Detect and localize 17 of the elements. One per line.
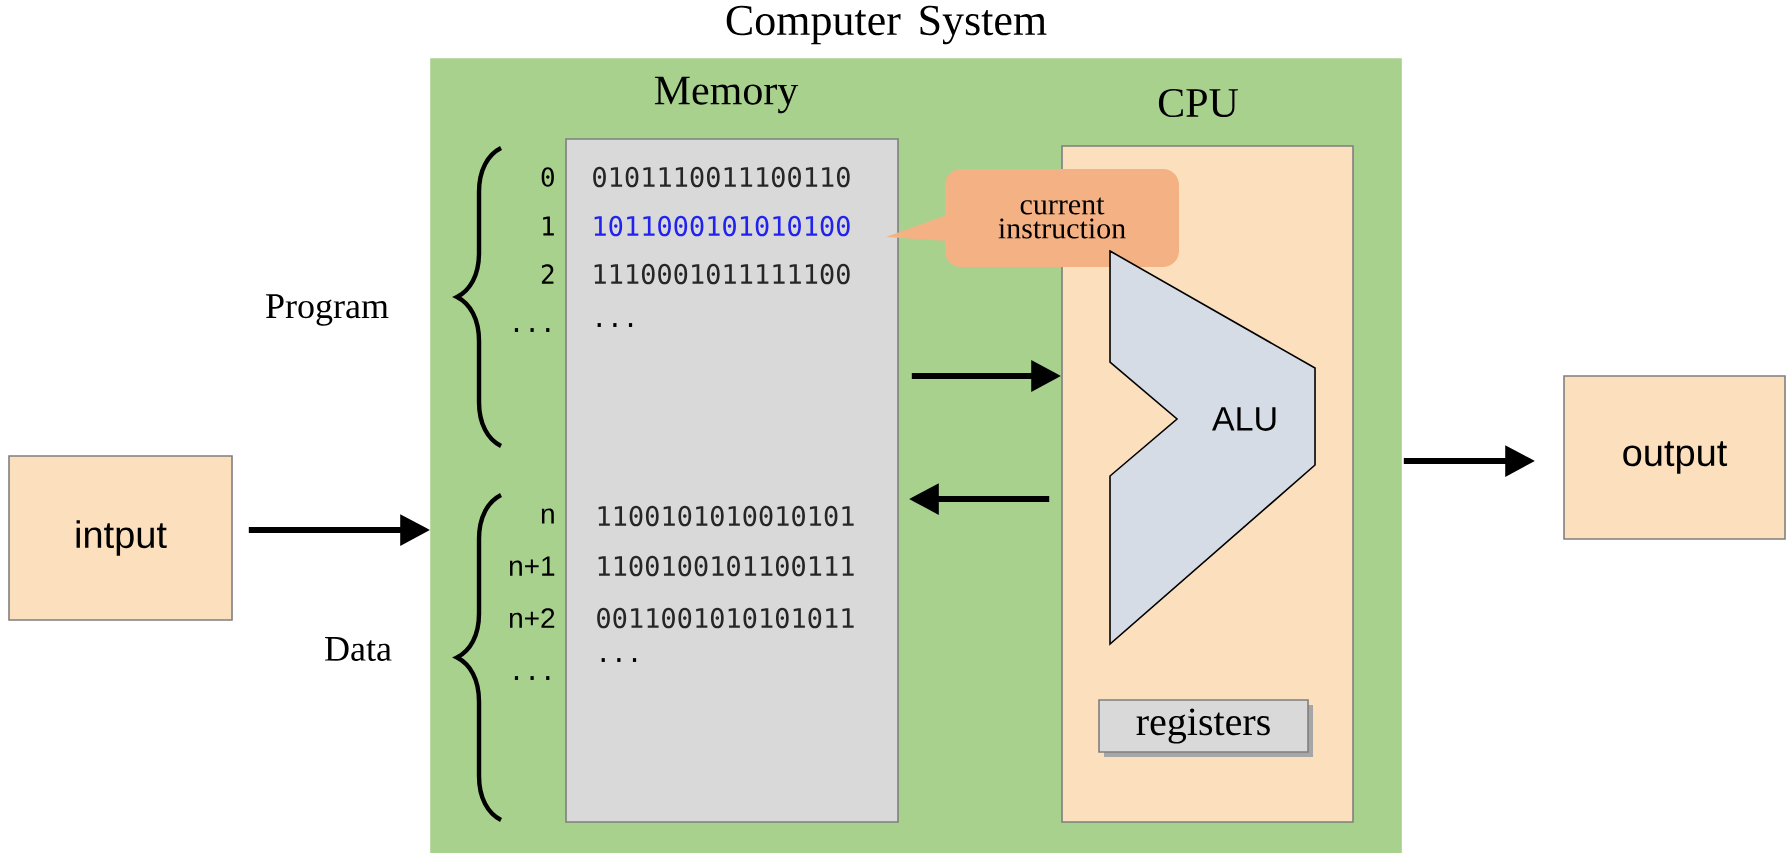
ellipsis: ...	[601, 658, 637, 662]
binary-word: 1011000101010100	[594, 215, 850, 237]
ellipsis: ...	[597, 323, 633, 327]
binary-word: 1100100101100111	[598, 555, 854, 577]
side-label: Data	[325, 637, 392, 661]
node-label: Memory	[654, 76, 799, 114]
node-label: Computer System	[726, 5, 1047, 45]
binary-word: 1100101010010101	[598, 505, 854, 527]
input-box: intput	[8, 455, 233, 621]
binary-word: 0011001010101011	[597, 607, 854, 629]
binary-word: 0101110011100110	[593, 166, 850, 188]
output-box: output	[1563, 375, 1786, 540]
callout: current instruction	[886, 169, 1179, 267]
registers-box: registers	[1098, 699, 1313, 757]
binary-word: 1110001011111100	[594, 263, 850, 285]
node-label: CPU	[1158, 88, 1238, 118]
side-label: Program	[266, 294, 389, 326]
